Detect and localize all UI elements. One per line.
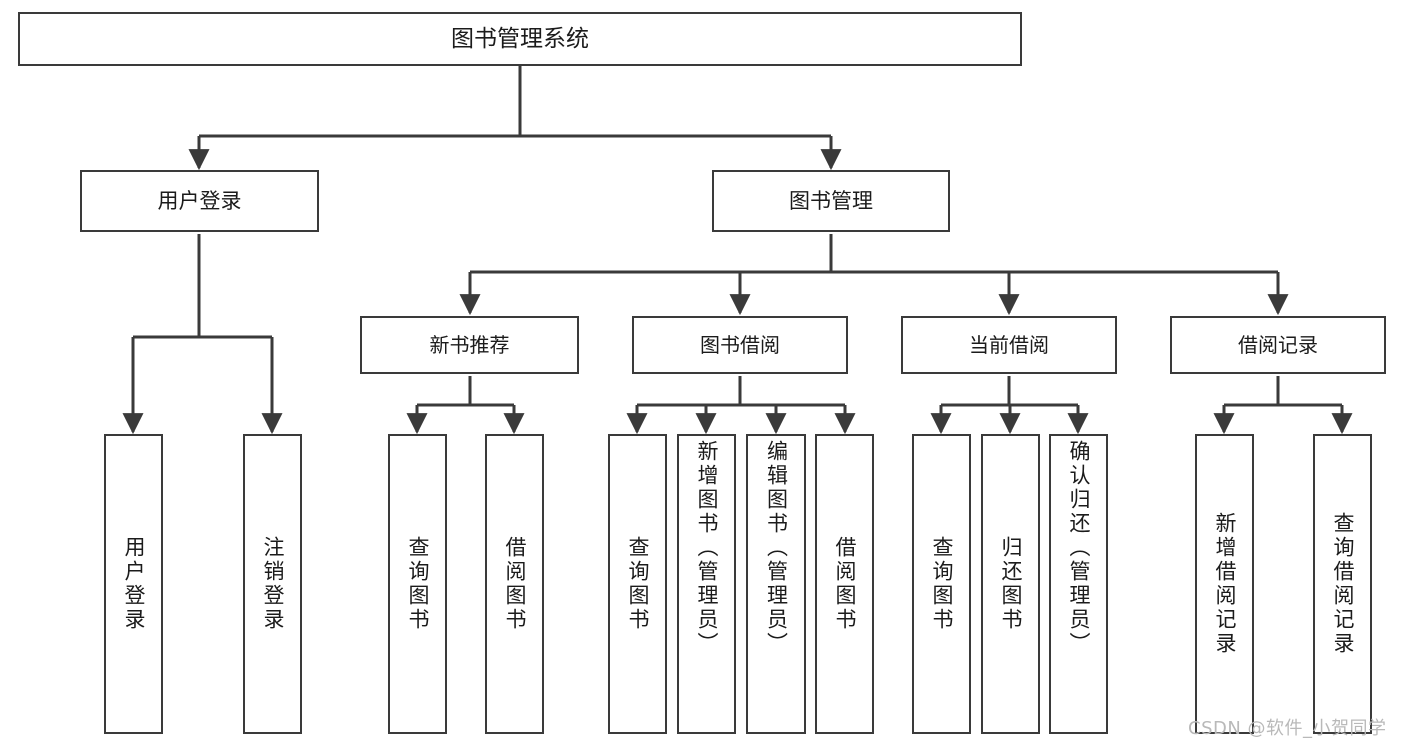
node-user-login[interactable]: 用户登录 — [80, 170, 319, 232]
leaf-borrow-record-add-record[interactable]: 新增借阅记录 — [1195, 434, 1254, 734]
node-current-borrow[interactable]: 当前借阅 — [901, 316, 1117, 374]
leaf-user-login-logout[interactable]: 注销登录 — [243, 434, 302, 734]
leaf-book-borrow-query-book[interactable]: 查询图书 — [608, 434, 667, 734]
leaf-book-borrow-edit-book-admin[interactable]: 编辑图书（管理员） — [746, 434, 806, 734]
leaf-new-book-borrow-book[interactable]: 借阅图书 — [485, 434, 544, 734]
node-book-management[interactable]: 图书管理 — [712, 170, 950, 232]
leaf-book-borrow-add-book-admin[interactable]: 新增图书（管理员） — [677, 434, 736, 734]
leaf-new-book-query-book[interactable]: 查询图书 — [388, 434, 447, 734]
node-book-borrow[interactable]: 图书借阅 — [632, 316, 848, 374]
csdn-watermark: CSDN @软件_小贺同学 — [1188, 718, 1387, 739]
leaf-book-borrow-borrow-book[interactable]: 借阅图书 — [815, 434, 874, 734]
leaf-current-borrow-return-book[interactable]: 归还图书 — [981, 434, 1040, 734]
leaf-current-borrow-confirm-return-admin[interactable]: 确认归还（管理员） — [1049, 434, 1108, 734]
leaf-user-login-login[interactable]: 用户登录 — [104, 434, 163, 734]
node-root-library-management-system[interactable]: 图书管理系统 — [18, 12, 1022, 66]
node-new-book-recommendation[interactable]: 新书推荐 — [360, 316, 579, 374]
leaf-current-borrow-query-book[interactable]: 查询图书 — [912, 434, 971, 734]
leaf-borrow-record-query-record[interactable]: 查询借阅记录 — [1313, 434, 1372, 734]
node-borrow-record[interactable]: 借阅记录 — [1170, 316, 1386, 374]
